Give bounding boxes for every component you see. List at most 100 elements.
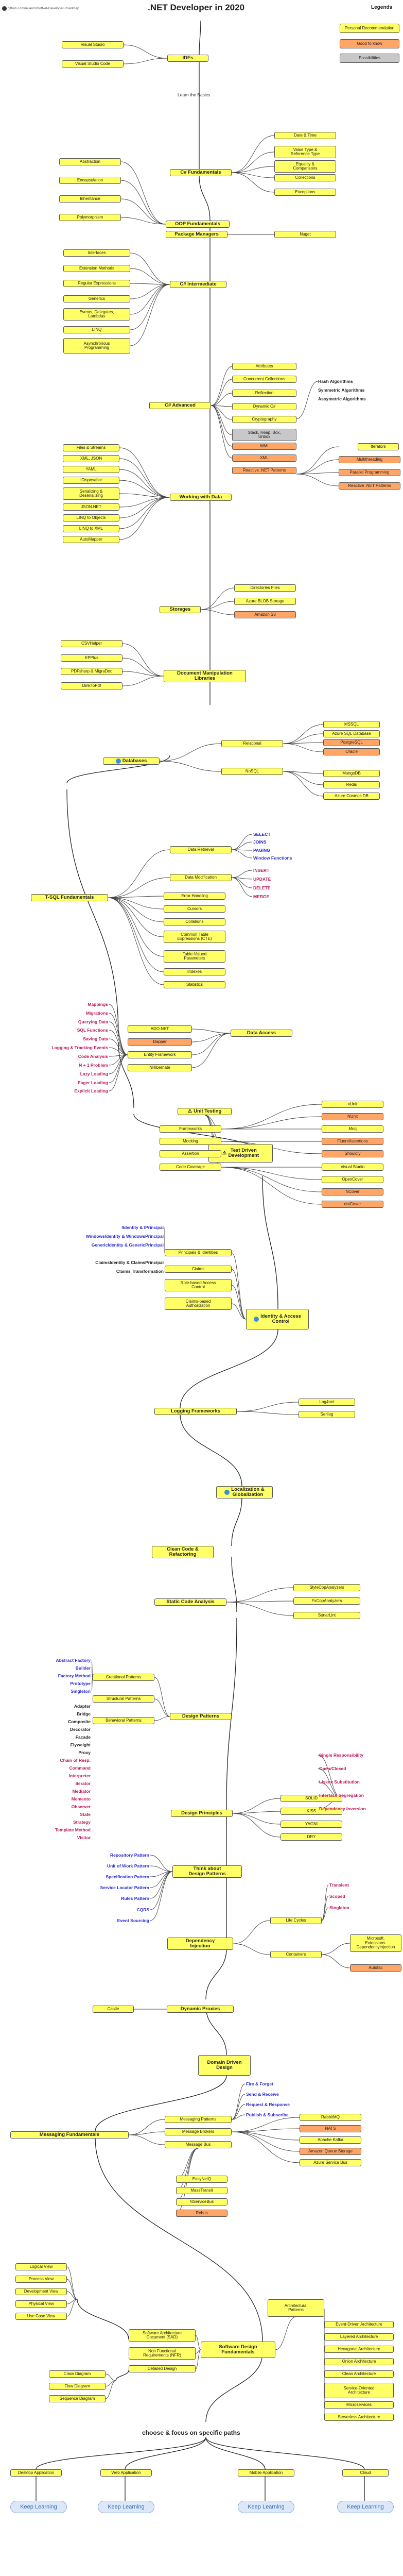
creational-patterns-node: Creational Patterns xyxy=(93,1674,154,1681)
node-label: Mocking xyxy=(183,1138,198,1143)
directories-files-node: Directories Files xyxy=(234,584,296,592)
node-label: NoSQL xyxy=(245,768,259,773)
node-label: DinkToPdf xyxy=(82,683,101,688)
ado-net-node: ADO.NET xyxy=(128,1025,192,1033)
branch-connector xyxy=(231,2117,300,2132)
node-label: Document Manipulation Libraries xyxy=(177,670,233,681)
role-based-access-control-node: Role-based Access Control xyxy=(165,1279,232,1291)
branch-connector xyxy=(109,1054,128,1083)
node-label: Web Application xyxy=(111,2470,141,2475)
node-label: Directories Files xyxy=(250,585,280,590)
branch-connector xyxy=(109,1054,128,1074)
node-label: Date & Time xyxy=(293,132,317,138)
node-label: Events, Delegates, Lambdas xyxy=(79,309,114,318)
side-label: Singleton xyxy=(71,1689,91,1694)
branch-connector xyxy=(195,2335,201,2350)
branch-connector xyxy=(66,2279,78,2300)
side-label: Dependency Inversion xyxy=(319,1806,366,1811)
apache-kafka-node: Apache Kafka xyxy=(300,2136,361,2144)
side-label: IIdentity & IPrincipal xyxy=(121,1225,164,1230)
side-label: ClaimsIdentity & ClaimsPrincipal xyxy=(95,1260,164,1265)
node-label: OOP Fundamentals xyxy=(175,221,220,227)
side-label: Liskov Substitution xyxy=(319,1779,360,1784)
node-label: Package Managers xyxy=(174,231,219,238)
side-label: SELECT xyxy=(253,832,271,837)
common-table-expressions-cte-node: Common Table Expressions (CTE) xyxy=(164,931,225,943)
indexes-node: Indexes xyxy=(164,968,225,975)
side-label: Command xyxy=(69,1765,91,1771)
branch-connector xyxy=(150,1871,173,1921)
legend-possibilities: Possibilities xyxy=(340,54,399,63)
branch-connector xyxy=(150,1871,173,1899)
node-label: Code Coverage xyxy=(176,1164,205,1169)
node-label: AutoMapper xyxy=(80,536,102,542)
node-label: XML, JSON xyxy=(80,456,102,461)
branch-connector xyxy=(232,1798,281,1814)
branch-connector xyxy=(128,2134,165,2145)
architectural-patterns-node: Architectural Patterns xyxy=(268,2299,324,2317)
connector xyxy=(115,2370,129,2381)
use-case-view-node: Use Case View xyxy=(15,2313,67,2320)
branch-connector xyxy=(119,497,170,508)
node-label: T-SQL Fundamentals xyxy=(45,895,94,901)
branch-connector xyxy=(108,897,164,957)
side-label: Service Locator Pattern xyxy=(100,1885,149,1890)
node-label: Think about Design Patterns xyxy=(188,1866,226,1877)
development-view-node: Development View xyxy=(15,2288,67,2295)
node-label: NServiceBus xyxy=(189,2199,214,2204)
desktop-application-node: Desktop Application xyxy=(10,2469,62,2477)
automapper-node: AutoMapper xyxy=(63,536,119,543)
amazon-queue-storage-node: Amazon Queue Storage xyxy=(300,2148,361,2155)
branch-connector xyxy=(221,1167,322,1205)
node-label: FxCopAnalyzers xyxy=(311,1598,342,1603)
node-label: Moq xyxy=(348,1126,357,1131)
side-label: Querying Data xyxy=(78,1019,108,1024)
node-label: Redis xyxy=(346,782,357,787)
globe-icon xyxy=(224,1490,230,1495)
node-label: Dynamic Proxies xyxy=(180,2006,220,2012)
wmi-node: WMI xyxy=(232,443,296,450)
side-label: GenericIdentity & GenericPrincipal xyxy=(91,1242,164,1248)
branch-connector xyxy=(226,1601,294,1603)
encapsulation-node: Encapsulation xyxy=(59,177,121,184)
data-retrieval-node: Data Retrieval xyxy=(170,846,232,853)
branch-connector xyxy=(283,771,324,774)
branch-connector xyxy=(119,493,170,498)
branch-connector xyxy=(321,1907,329,1921)
side-label: Factory Method xyxy=(58,1673,91,1678)
node-label: FluentAssertions xyxy=(337,1138,368,1143)
node-label: Software Design Fundamentals xyxy=(219,2344,257,2355)
repo-link[interactable]: github.com/milanm/DotNet-Developer-Roadm… xyxy=(2,6,79,11)
node-label: Amazon Queue Storage xyxy=(308,2148,353,2153)
branch-connector xyxy=(231,1269,247,1320)
branch-connector xyxy=(296,381,319,419)
solid-node: SOLID xyxy=(281,1795,342,1802)
side-label: Strategy xyxy=(73,1820,91,1825)
dynamic-c-node: Dynamic C# xyxy=(232,403,296,410)
node-label: Amazon S3 xyxy=(254,612,276,617)
dynamic-proxies-node: Dynamic Proxies xyxy=(167,2006,234,2013)
branch-connector xyxy=(231,1303,247,1320)
logical-view-node: Logical View xyxy=(15,2263,67,2270)
node-label: Good to know xyxy=(357,41,382,46)
behavioral-patterns-node: Behavioral Patterns xyxy=(93,1717,154,1724)
nservicebus-node: NServiceBus xyxy=(176,2198,227,2205)
node-label: Inheritance xyxy=(80,196,100,201)
connector xyxy=(180,1329,278,1408)
branch-connector xyxy=(66,2299,78,2317)
node-label: Entity Framework xyxy=(144,1052,176,1057)
connector xyxy=(205,1948,227,2000)
node-label: Clean Code & Refactoring xyxy=(167,1546,199,1557)
branch-connector xyxy=(191,1033,231,1068)
node-label: Behavioral Patterns xyxy=(106,1718,142,1723)
inheritance-node: Inheritance xyxy=(59,195,121,203)
node-label: PostgreSQL xyxy=(340,739,363,745)
branch-connector xyxy=(231,2114,246,2120)
node-label: Data Retrieval xyxy=(187,847,214,852)
nosql-node: NoSQL xyxy=(221,768,283,775)
node-label: Serializing & Deserializing xyxy=(79,489,103,498)
side-label: State xyxy=(80,1812,91,1817)
concurrent-collections-node: Concurrent Collections xyxy=(232,376,296,383)
branch-connector xyxy=(108,897,164,972)
node-label: LINQ to Objects xyxy=(76,515,106,520)
